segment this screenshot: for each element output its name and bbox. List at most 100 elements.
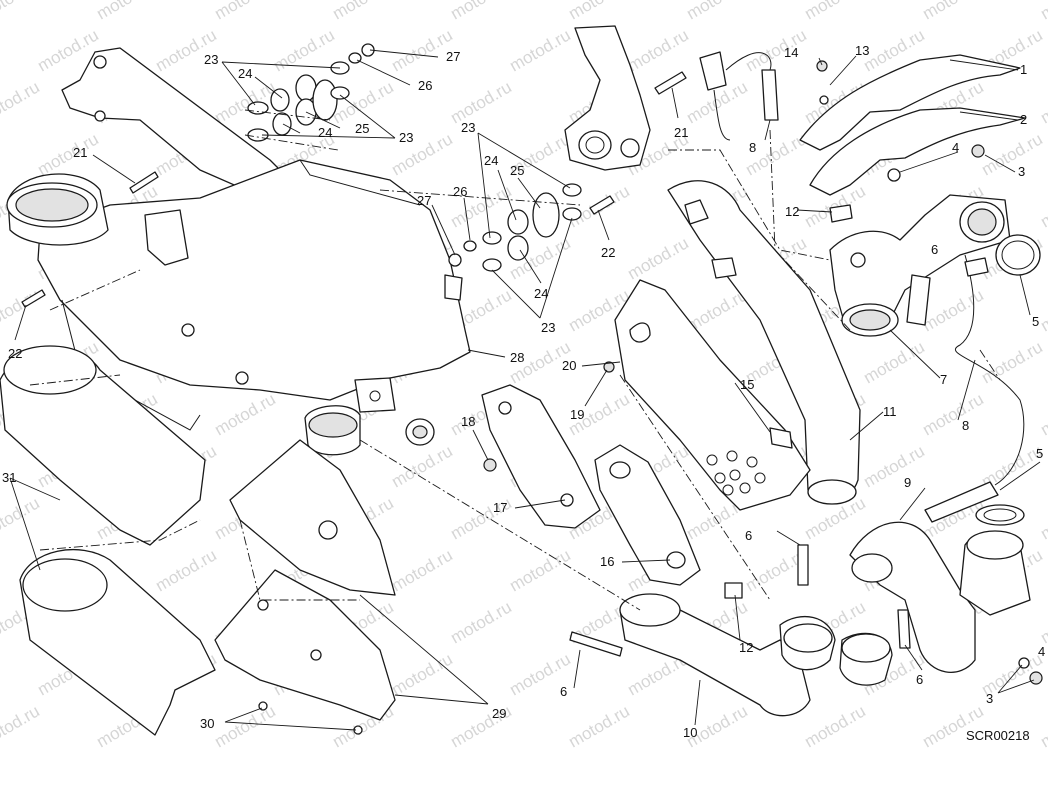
watermark-text: motod.ru bbox=[0, 493, 43, 543]
callout-23b: 23 bbox=[399, 130, 413, 145]
oxygen-sensor-top bbox=[699, 51, 779, 141]
callout-24d: 24 bbox=[534, 286, 548, 301]
watermark-text: motod.ru bbox=[388, 545, 456, 595]
callout-23d: 23 bbox=[541, 320, 555, 335]
callout-6a: 6 bbox=[931, 242, 938, 257]
heat-shield-16 bbox=[594, 444, 701, 586]
watermark-text: motod.ru bbox=[211, 701, 279, 751]
callout-4a: 4 bbox=[952, 140, 959, 155]
watermark-text: motod.ru bbox=[506, 25, 574, 75]
callout-10: 10 bbox=[683, 725, 697, 740]
assembly-lines bbox=[29, 109, 1001, 611]
watermark-text: motod.ru bbox=[978, 129, 1046, 179]
watermark-text: motod.ru bbox=[624, 25, 692, 75]
callout-25a: 25 bbox=[355, 121, 369, 136]
watermark-text: motod.ru bbox=[447, 597, 515, 647]
watermark-text: motod.ru bbox=[565, 701, 633, 751]
watermark-text: motod.ru bbox=[0, 77, 43, 127]
callout-19: 19 bbox=[570, 407, 584, 422]
watermark-text: motod.ru bbox=[919, 389, 987, 439]
leader-lines bbox=[9, 49, 1041, 731]
watermark-text: motod.ru bbox=[1037, 597, 1048, 647]
watermark-text: motod.ru bbox=[919, 0, 987, 23]
watermark-text: motod.ru bbox=[152, 25, 220, 75]
springs bbox=[569, 274, 931, 657]
callout-27b: 27 bbox=[417, 193, 431, 208]
heat-shield-20 bbox=[614, 279, 811, 511]
watermark-text: motod.ru bbox=[211, 389, 279, 439]
header-pipe-9 bbox=[849, 504, 1031, 673]
watermark-text: motod.ru bbox=[565, 0, 633, 23]
parts-drawing bbox=[0, 25, 1043, 736]
callout-5b: 5 bbox=[1036, 446, 1043, 461]
watermark-text: motod.ru bbox=[388, 649, 456, 699]
callout-26a: 26 bbox=[418, 78, 432, 93]
watermark-text: motod.ru bbox=[860, 337, 928, 387]
callout-26b: 26 bbox=[453, 184, 467, 199]
watermark-text: motod.ru bbox=[0, 701, 43, 751]
callout-30: 30 bbox=[200, 716, 214, 731]
watermark-text: motod.ru bbox=[978, 337, 1046, 387]
callout-7: 7 bbox=[940, 372, 947, 387]
watermark-text: motod.ru bbox=[801, 701, 869, 751]
frame-bracket-left bbox=[61, 47, 301, 206]
drawing-code: SCR00218 bbox=[966, 728, 1030, 743]
callout-22b: 22 bbox=[601, 245, 615, 260]
callout-9: 9 bbox=[904, 475, 911, 490]
callout-6c: 6 bbox=[916, 672, 923, 687]
watermark-text: motod.ru bbox=[1037, 701, 1048, 751]
mounting-hardware-center bbox=[448, 183, 615, 272]
mid-pipe-11 bbox=[667, 180, 861, 505]
callout-23c: 23 bbox=[461, 120, 475, 135]
callout-24a: 24 bbox=[238, 66, 252, 81]
callout-25b: 25 bbox=[510, 163, 524, 178]
callout-31: 31 bbox=[2, 470, 16, 485]
callout-28: 28 bbox=[510, 350, 524, 365]
watermark-text: motod.ru bbox=[742, 25, 810, 75]
watermark-text: motod.ru bbox=[388, 441, 456, 491]
watermark-text: motod.ru bbox=[211, 0, 279, 23]
screws bbox=[21, 71, 687, 308]
watermark-text: motod.ru bbox=[270, 25, 338, 75]
mounting-hardware-left bbox=[247, 43, 375, 142]
callout-8a: 8 bbox=[749, 140, 756, 155]
callout-20: 20 bbox=[562, 358, 576, 373]
watermark-text: motod.ru bbox=[506, 545, 574, 595]
watermark-text: motod.ru bbox=[683, 0, 751, 23]
callout-6b: 6 bbox=[745, 528, 752, 543]
heat-shield-17 bbox=[481, 384, 601, 529]
callout-27a: 27 bbox=[446, 49, 460, 64]
callout-17: 17 bbox=[493, 500, 507, 515]
watermark-text: motod.ru bbox=[624, 233, 692, 283]
watermark-text: motod.ru bbox=[860, 441, 928, 491]
frame-bracket-center bbox=[564, 25, 651, 171]
callout-21a: 21 bbox=[674, 125, 688, 140]
callout-12a: 12 bbox=[785, 204, 799, 219]
callout-3b: 3 bbox=[986, 691, 993, 706]
watermark-text: motod.ru bbox=[329, 0, 397, 23]
watermark-text: motod.ru bbox=[211, 77, 279, 127]
callout-12b: 12 bbox=[739, 640, 753, 655]
watermark-text: motod.ru bbox=[447, 0, 515, 23]
callout-22a: 22 bbox=[8, 346, 22, 361]
oxygen-sensor-right bbox=[924, 254, 1025, 523]
callout-8b: 8 bbox=[962, 418, 969, 433]
silencer-outlet bbox=[6, 173, 435, 456]
watermark-text: motod.ru bbox=[447, 77, 515, 127]
watermark-text: motod.ru bbox=[919, 701, 987, 751]
watermark-text: motod.ru bbox=[329, 77, 397, 127]
callout-13: 13 bbox=[855, 43, 869, 58]
watermark-text: motod.ru bbox=[1037, 389, 1048, 439]
callout-3a: 3 bbox=[1018, 164, 1025, 179]
callout-18: 18 bbox=[461, 414, 475, 429]
callout-11: 11 bbox=[883, 404, 897, 419]
callout-15: 15 bbox=[740, 377, 754, 392]
callout-21b: 21 bbox=[73, 145, 87, 160]
callout-16: 16 bbox=[600, 554, 614, 569]
watermark-text: motod.ru bbox=[1037, 77, 1048, 127]
callout-24c: 24 bbox=[484, 153, 498, 168]
heat-guard-2 bbox=[809, 107, 1026, 196]
callout-2: 2 bbox=[1020, 112, 1027, 127]
watermark-text: motod.ru bbox=[152, 545, 220, 595]
